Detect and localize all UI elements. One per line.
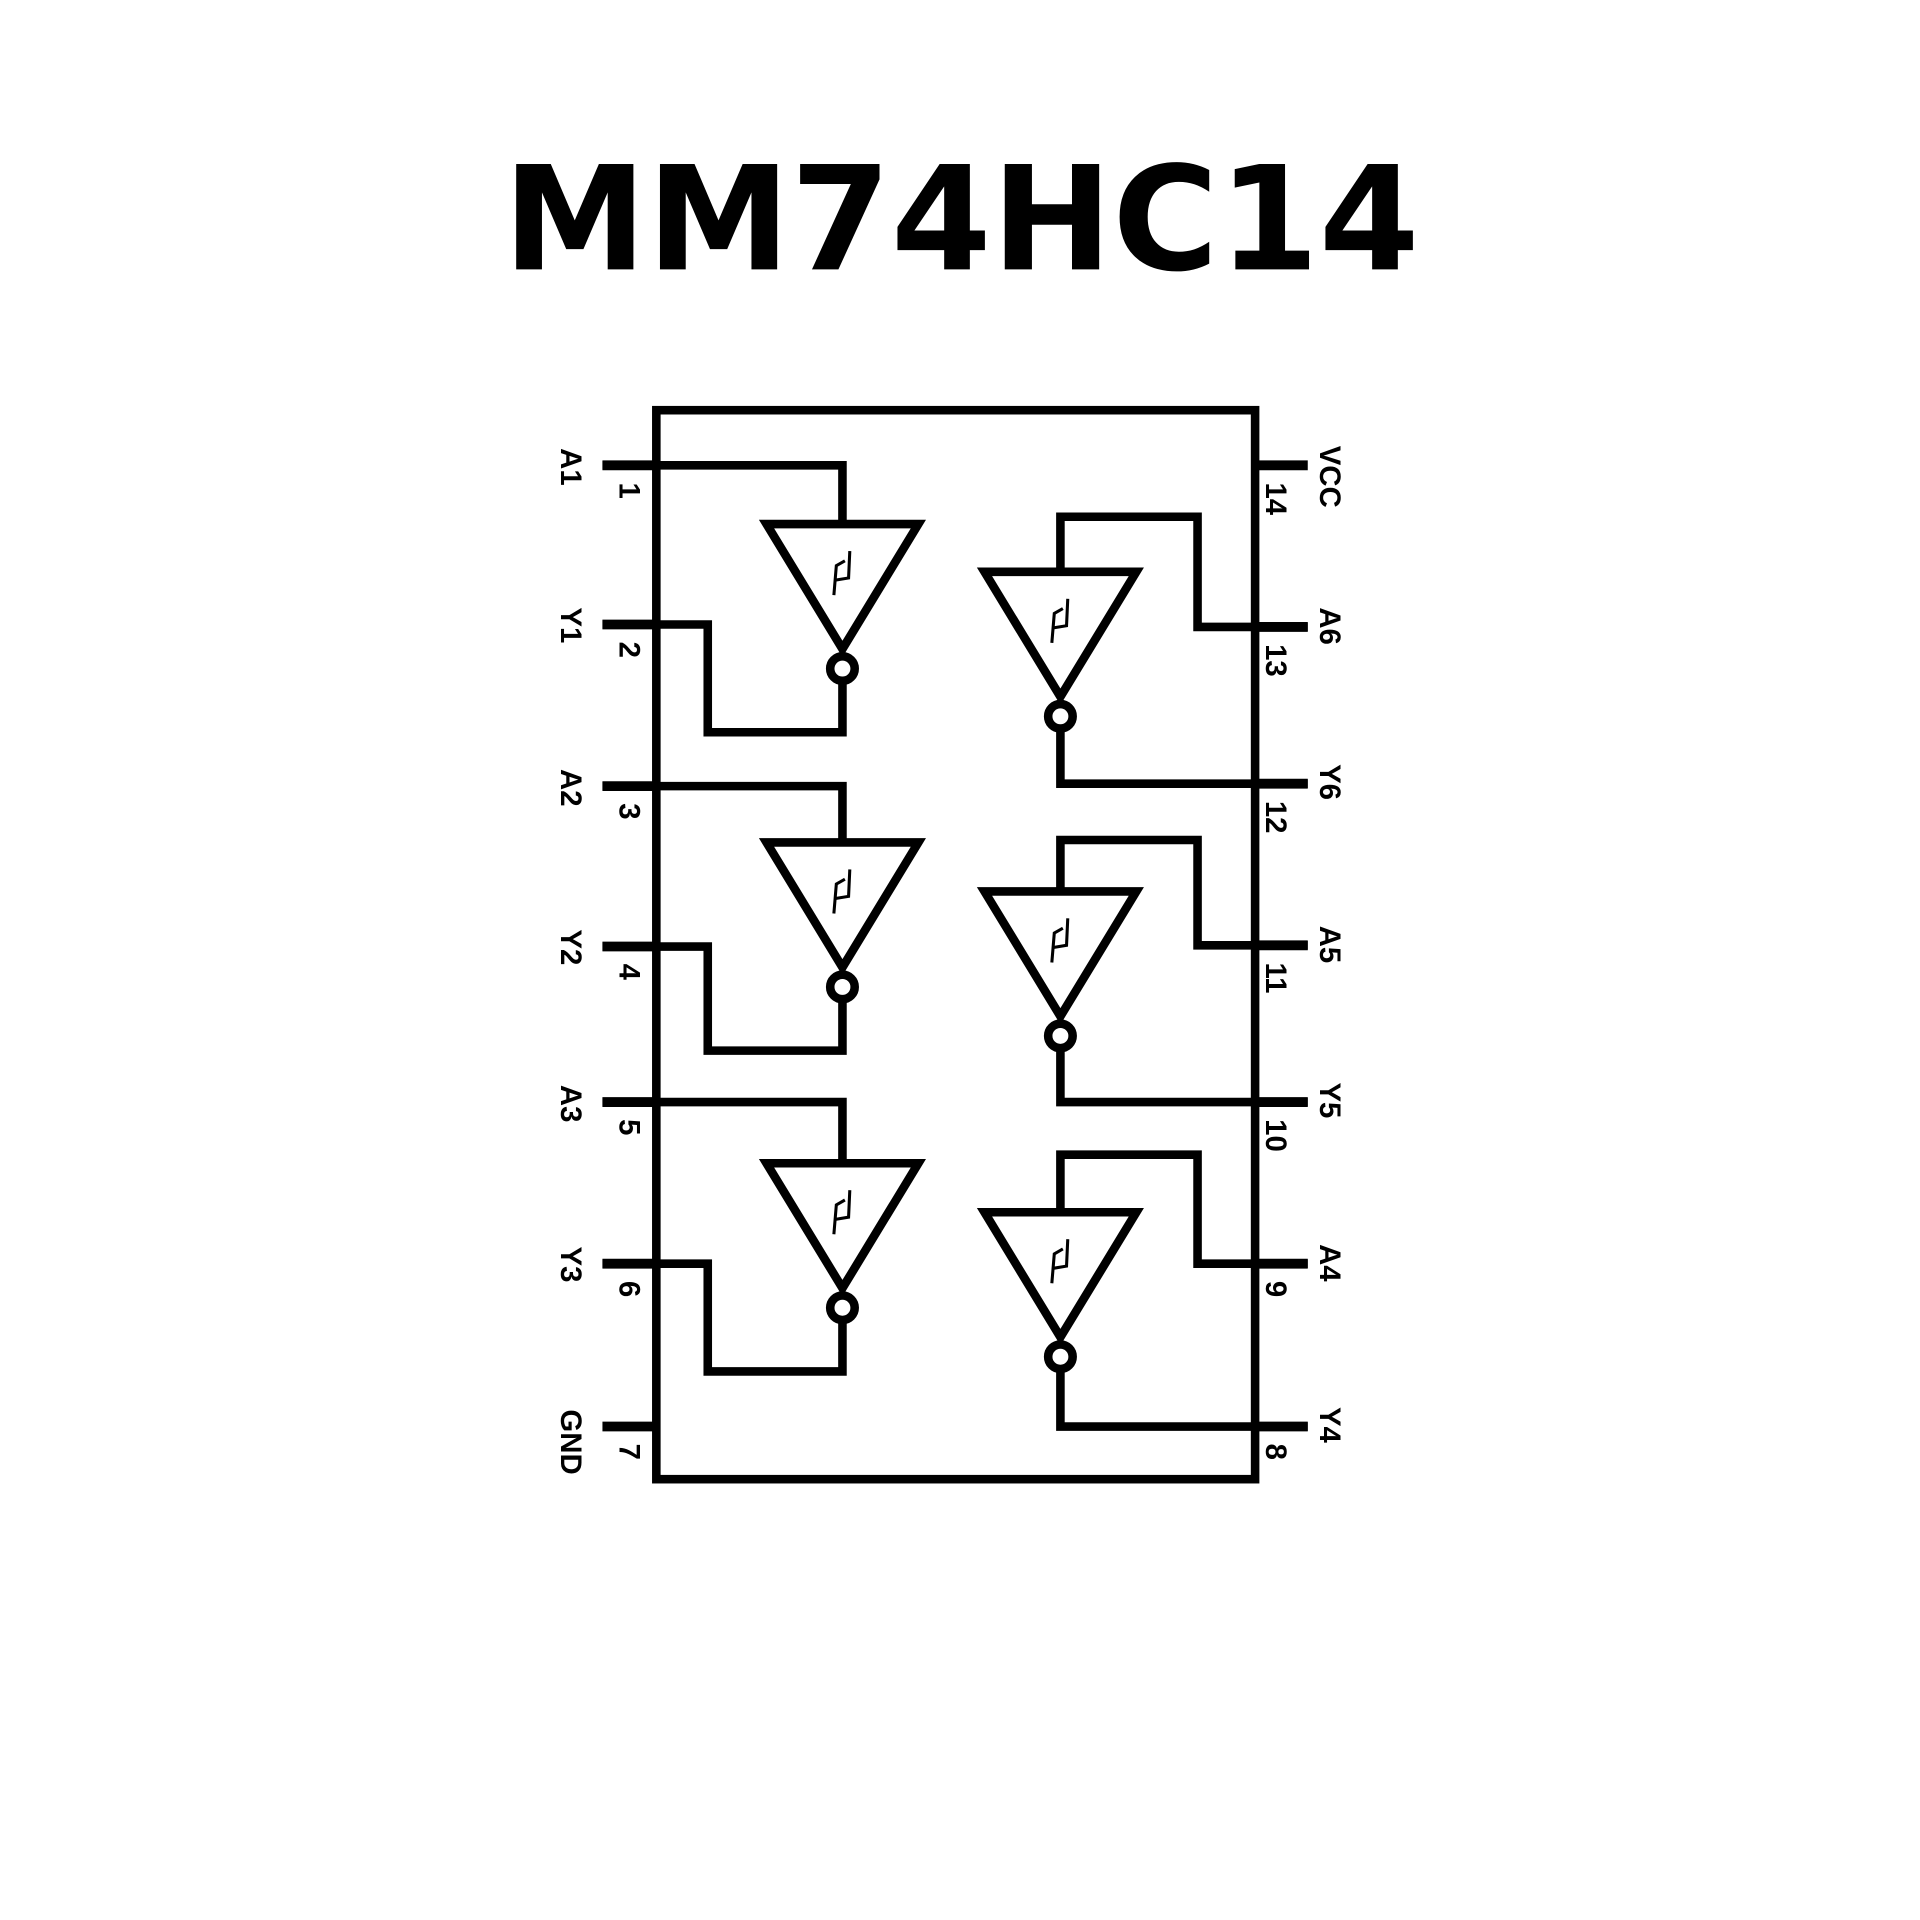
pin-label: A4 (1313, 1244, 1346, 1282)
pin-label: Y6 (1313, 764, 1346, 800)
inverter-triangle (976, 567, 1144, 705)
inverter-triangle (976, 1207, 1144, 1346)
gate-left-3 (602, 1097, 926, 1376)
pin-label: Y3 (554, 1247, 587, 1283)
output-wire (1056, 1048, 1308, 1107)
output-wire (602, 620, 847, 737)
input-wire (602, 461, 847, 525)
gate-left-1 (602, 461, 926, 737)
inverter-bubble-icon (1043, 1340, 1077, 1374)
pin-label: Y2 (554, 929, 587, 965)
inverter-bubble-icon (825, 652, 859, 686)
hysteresis-icon (832, 550, 852, 596)
pin-label: Y5 (1313, 1082, 1346, 1118)
pin-number: 1 (613, 482, 646, 498)
output-wire (602, 1259, 847, 1376)
hysteresis-icon (832, 1190, 852, 1235)
inverter-triangle (758, 838, 926, 976)
input-wire (602, 781, 847, 843)
pin-number: 3 (613, 803, 646, 819)
pin-label: GND (554, 1409, 587, 1474)
pin-number: 14 (1259, 482, 1292, 515)
pin-number: 9 (1259, 1281, 1292, 1297)
input-wire (1056, 835, 1308, 950)
inverter-triangle (758, 519, 926, 658)
chip-body (652, 405, 1260, 1484)
pin-label: A3 (554, 1085, 587, 1123)
output-wire (1056, 1368, 1308, 1431)
pin-label: Y4 (1313, 1407, 1346, 1444)
gate-right-4 (976, 1150, 1308, 1431)
hysteresis-icon (1050, 918, 1070, 963)
pin-label: A6 (1313, 607, 1346, 645)
gate-right-6 (976, 512, 1308, 788)
pin-number: 2 (613, 642, 646, 658)
pin-number: 5 (613, 1119, 646, 1135)
input-wire (1056, 1150, 1308, 1268)
pin-number: 12 (1259, 801, 1292, 834)
output-wire (1056, 728, 1308, 788)
inverter-bubble-icon (1043, 1019, 1077, 1053)
hysteresis-icon (1050, 598, 1070, 643)
pin-number: 4 (613, 964, 646, 981)
input-wire (602, 1097, 847, 1164)
inverter-bubble-icon (1043, 699, 1077, 733)
pin-label: Y1 (554, 607, 587, 643)
pin-number: 13 (1259, 644, 1292, 677)
gate-right-5 (976, 835, 1308, 1107)
pin-label: A5 (1313, 926, 1346, 964)
pin-label: A1 (554, 448, 587, 486)
pin-number: 10 (1259, 1119, 1292, 1152)
pin-label: A2 (554, 769, 587, 807)
inverter-triangle (758, 1158, 926, 1297)
hysteresis-icon (832, 869, 852, 914)
pin-number: 11 (1259, 962, 1292, 993)
inverter-bubble-icon (825, 970, 859, 1004)
inverter-bubble-icon (825, 1291, 859, 1325)
inverter-triangle (976, 887, 1144, 1025)
input-wire (1056, 512, 1308, 632)
output-wire (602, 942, 847, 1055)
hysteresis-icon (1050, 1239, 1070, 1284)
pin-number: 8 (1259, 1444, 1292, 1460)
pin-label: VCC (1313, 446, 1346, 508)
gate-left-2 (602, 781, 926, 1055)
pin-number: 7 (613, 1444, 646, 1460)
chip-title: MM74HC14 (503, 136, 1420, 304)
pin-number: 6 (613, 1281, 646, 1297)
